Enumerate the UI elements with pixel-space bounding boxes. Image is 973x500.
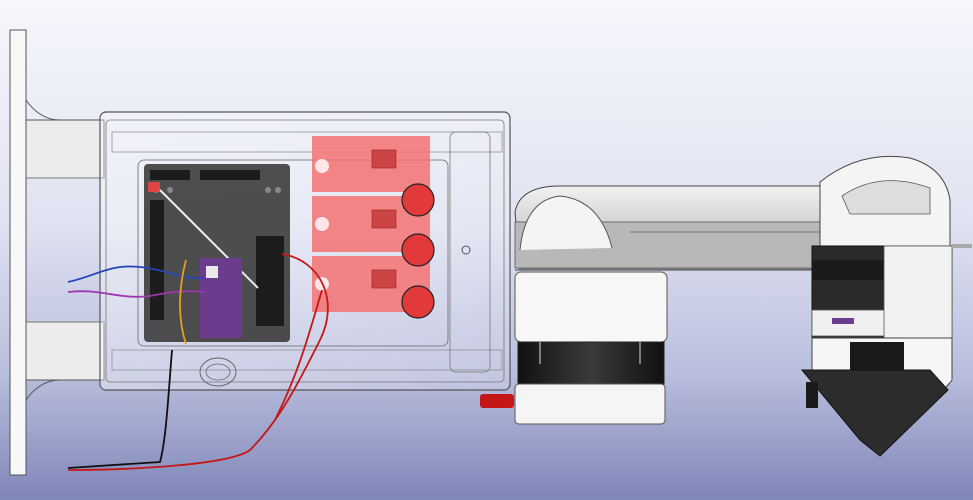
servo-gripper [800,337,953,457]
driver-pots [401,183,435,319]
stepper-driver-1 [312,136,430,192]
wiring [67,253,329,471]
ramps-control-board [144,164,290,342]
nema17-stepper-lower [480,271,668,425]
mounting-flange [9,29,105,476]
wrist-stepper [811,155,972,339]
